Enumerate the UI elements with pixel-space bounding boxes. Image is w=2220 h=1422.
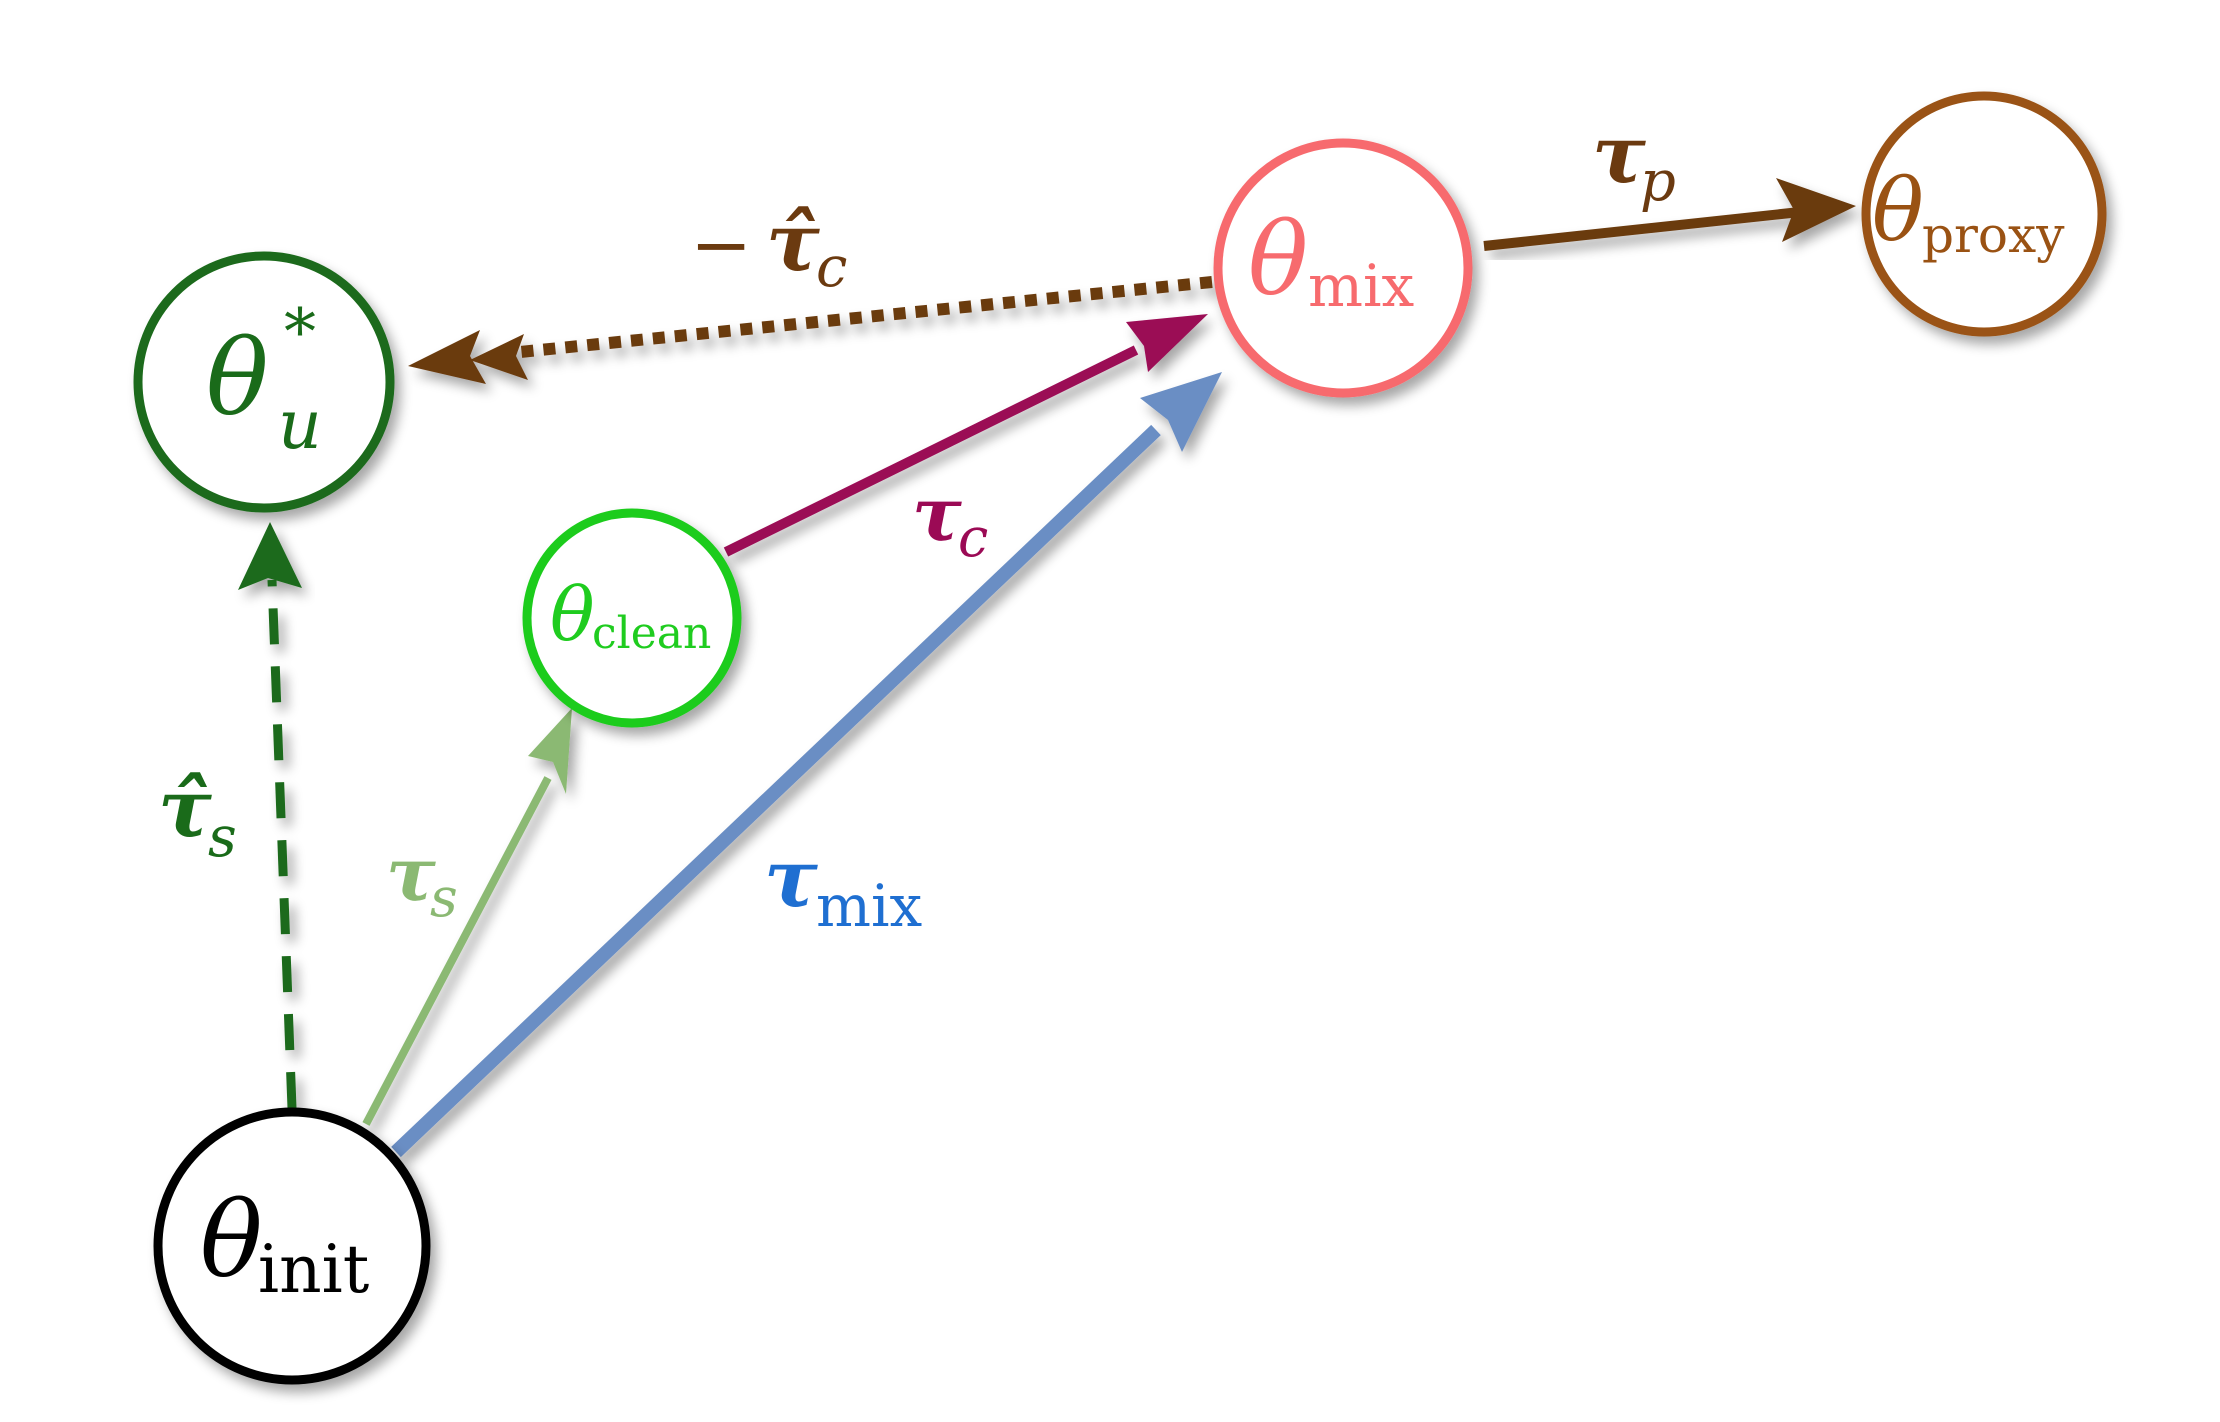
edge-tau-mix <box>391 372 1222 1158</box>
edge-tau-s-hat-line <box>267 579 297 1109</box>
edge-tau-c-line <box>723 345 1139 557</box>
edge-tau-p-line <box>1483 207 1801 251</box>
edge-tau-s-hat <box>238 522 302 1109</box>
edge-tau-s-line <box>362 776 552 1126</box>
node-theta-init: θ init <box>153 1107 431 1385</box>
edge-label-tau-s: τ s <box>386 832 458 929</box>
edge-tau-p <box>1483 178 1856 251</box>
edge-label-tau-p: τ p <box>1592 107 1676 214</box>
edge-label-tau-c: τ c <box>912 472 988 569</box>
node-theta-u-star-label: θ * u <box>206 296 322 465</box>
edge-tau-c-arrowhead <box>1126 314 1208 372</box>
node-theta-proxy-circle <box>1861 91 2107 337</box>
node-theta-u-star: θ * u <box>133 251 395 513</box>
node-theta-clean: θ clean <box>522 508 742 728</box>
edge-tau-s <box>362 708 572 1126</box>
edge-label-neg-tau-c-hat: − τ̂ c <box>690 195 847 300</box>
edge-label-tau-mix: τ mix <box>764 831 922 940</box>
edge-label-tau-s-hat: τ̂ s <box>158 761 237 870</box>
edge-tau-mix-arrowhead <box>1140 372 1222 452</box>
edge-tau-s-hat-arrowhead <box>238 522 302 590</box>
node-theta-init-circle <box>153 1107 431 1385</box>
node-theta-init-label: θ init <box>200 1179 369 1308</box>
edge-neg-tau-c-hat-arrowhead-2 <box>470 334 528 380</box>
node-theta-proxy-label: θ proxy <box>1872 161 2065 264</box>
node-theta-clean-label: θ clean <box>550 572 711 659</box>
edge-tau-p-arrowhead <box>1776 178 1856 242</box>
edge-tau-c <box>723 314 1208 557</box>
edge-neg-tau-c-hat <box>408 276 1213 384</box>
edge-neg-tau-c-hat-arrowhead-1 <box>408 330 486 384</box>
node-theta-mix: θ mix <box>1213 138 1473 398</box>
edge-tau-mix-line <box>391 424 1161 1158</box>
node-theta-clean-circle <box>522 508 742 728</box>
edge-neg-tau-c-hat-line <box>519 276 1213 358</box>
node-theta-mix-circle <box>1213 138 1473 398</box>
node-theta-mix-label: θ mix <box>1248 201 1414 320</box>
node-theta-proxy: θ proxy <box>1861 91 2107 337</box>
edge-tau-s-arrowhead <box>528 708 572 794</box>
node-theta-u-star-circle <box>133 251 395 513</box>
